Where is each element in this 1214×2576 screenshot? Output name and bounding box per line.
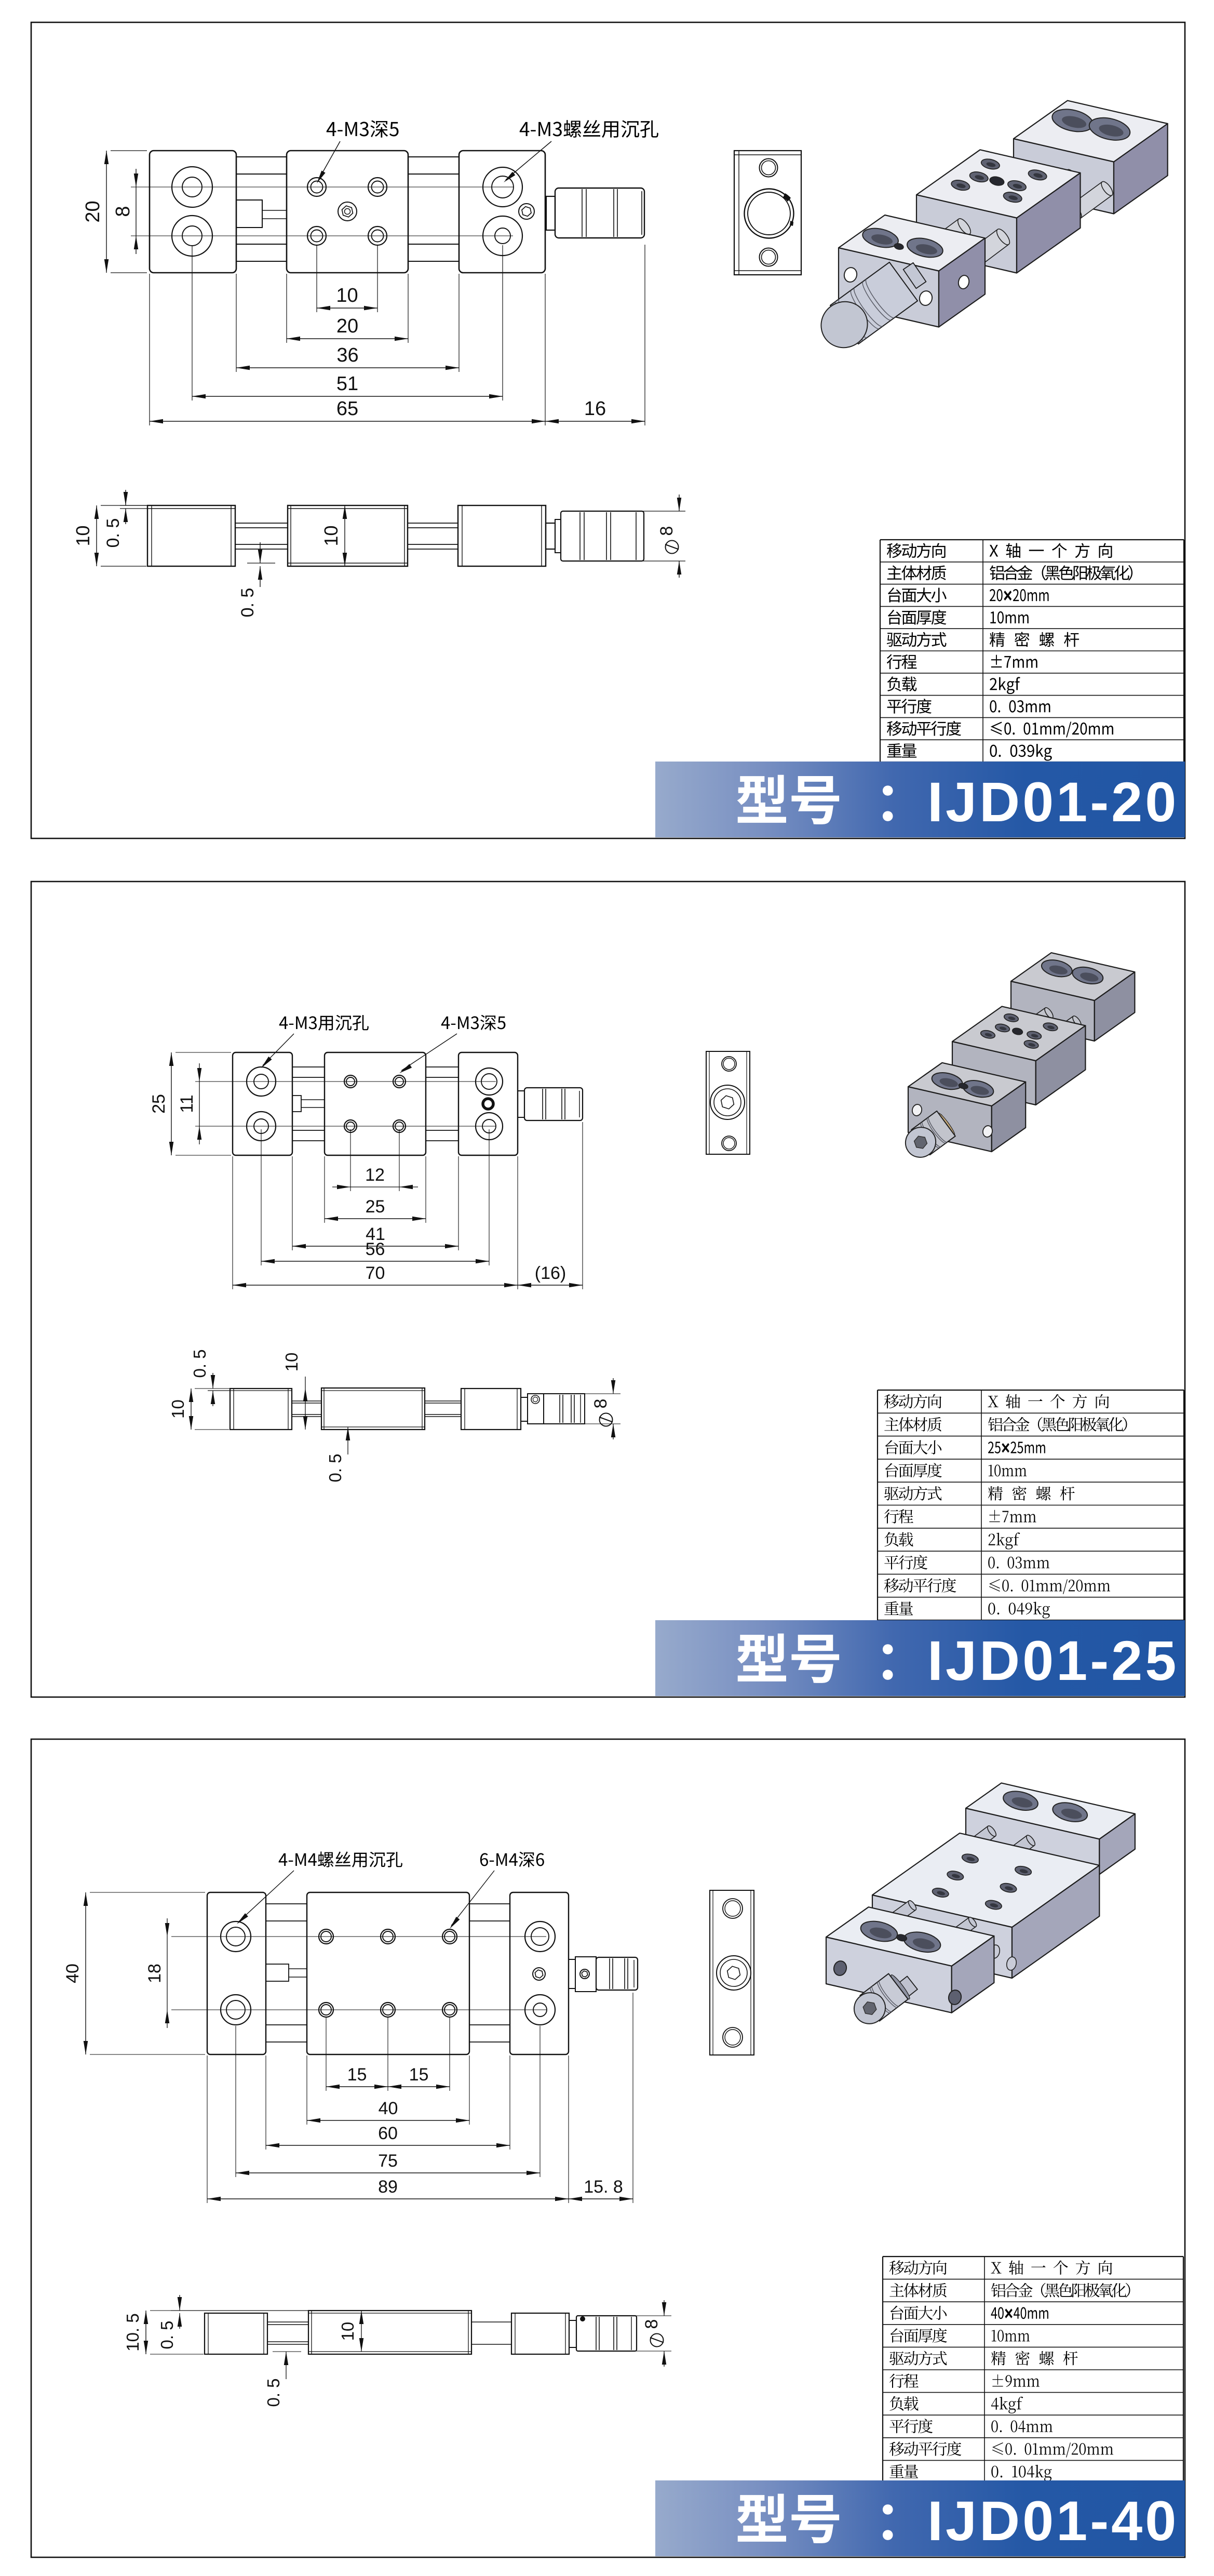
svg-text:10: 10 bbox=[168, 1399, 187, 1419]
svg-text:IJD01-20: IJD01-20 bbox=[927, 770, 1179, 833]
svg-text:10: 10 bbox=[338, 2322, 357, 2341]
svg-text:89: 89 bbox=[378, 2177, 398, 2197]
svg-text:51: 51 bbox=[336, 373, 358, 395]
svg-text:0. 5: 0. 5 bbox=[326, 1453, 345, 1482]
svg-text:60: 60 bbox=[378, 2124, 398, 2143]
svg-text:15: 15 bbox=[409, 2065, 429, 2085]
svg-text:56: 56 bbox=[366, 1239, 385, 1259]
svg-text:10: 10 bbox=[72, 525, 93, 546]
svg-text:25: 25 bbox=[149, 1094, 169, 1114]
svg-text:(16): (16) bbox=[535, 1263, 566, 1283]
svg-text:70: 70 bbox=[366, 1263, 385, 1283]
svg-text:10. 5: 10. 5 bbox=[123, 2313, 142, 2351]
svg-text:15: 15 bbox=[347, 2065, 367, 2085]
svg-text:20: 20 bbox=[82, 201, 104, 222]
svg-text:12: 12 bbox=[365, 1165, 385, 1185]
svg-text:8: 8 bbox=[657, 526, 677, 536]
svg-text:10: 10 bbox=[282, 1353, 301, 1372]
svg-text:0. 5: 0. 5 bbox=[238, 588, 258, 618]
svg-text:0. 5: 0. 5 bbox=[103, 518, 123, 548]
svg-text:65: 65 bbox=[336, 398, 358, 420]
svg-text:40: 40 bbox=[63, 1964, 83, 1983]
svg-text:0. 5: 0. 5 bbox=[264, 2378, 283, 2407]
svg-text:41: 41 bbox=[366, 1224, 385, 1244]
svg-text:10: 10 bbox=[336, 285, 358, 306]
svg-text:IJD01-25: IJD01-25 bbox=[927, 1629, 1179, 1692]
svg-text:0. 5: 0. 5 bbox=[190, 1349, 209, 1378]
svg-text:25: 25 bbox=[366, 1197, 385, 1217]
svg-text:IJD01-40: IJD01-40 bbox=[927, 2489, 1179, 2552]
svg-text:36: 36 bbox=[336, 344, 358, 366]
svg-text:0. 5: 0. 5 bbox=[157, 2320, 177, 2349]
svg-text:11: 11 bbox=[177, 1095, 197, 1113]
svg-text:15. 8: 15. 8 bbox=[584, 2177, 623, 2197]
svg-text:75: 75 bbox=[378, 2151, 398, 2171]
svg-text:40: 40 bbox=[379, 2099, 398, 2118]
svg-text:20: 20 bbox=[336, 315, 358, 337]
svg-text:18: 18 bbox=[145, 1964, 165, 1983]
svg-text:8: 8 bbox=[112, 206, 134, 217]
svg-text:16: 16 bbox=[584, 398, 606, 420]
svg-text:10: 10 bbox=[320, 525, 342, 546]
svg-text:8: 8 bbox=[642, 2319, 662, 2329]
svg-text:8: 8 bbox=[591, 1399, 611, 1409]
